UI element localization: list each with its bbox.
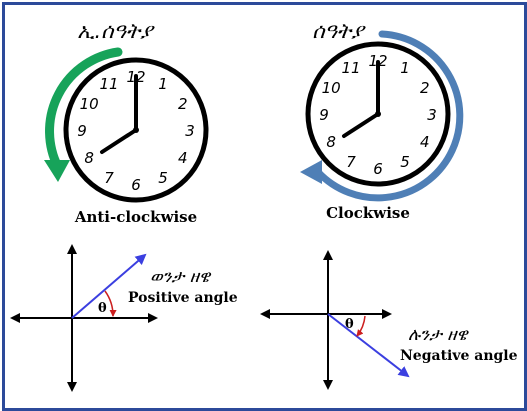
clock-numeral-10: 10 [80, 95, 99, 113]
left-clock-caption: Anti-clockwise [74, 208, 197, 226]
clock-numeral-8: 8 [84, 149, 94, 167]
anticlockwise-arrowhead [44, 160, 70, 182]
pos-theta-label: θ [98, 301, 107, 316]
clock-numeral-4: 4 [178, 149, 188, 167]
clock-numeral-7: 7 [104, 169, 114, 187]
clock-numeral-7: 7 [346, 153, 356, 171]
pos-angle-arc [104, 290, 117, 317]
left-clock-amharic-title: ኢ.ሰዓትያ [77, 19, 155, 43]
left-clock-hour-hand [100, 128, 138, 154]
clock-numeral-6: 6 [131, 176, 141, 194]
right-clock-group: ሰዓትያ 121234567891011 Clockwise [300, 19, 464, 222]
clock-numeral-11: 11 [341, 59, 360, 77]
positive-angle-diagram: θ ወንታ ዘዌ Positive angle [10, 244, 238, 392]
left-clock-center [133, 127, 139, 133]
clock-numeral-2: 2 [420, 79, 430, 97]
clock-numeral-11: 11 [99, 75, 118, 93]
left-clock-group: ኢ.ሰዓትያ 121234567891011 Anti-clockwise [44, 19, 209, 226]
clock-numeral-8: 8 [326, 133, 336, 151]
right-clock-caption: Clockwise [326, 204, 410, 222]
clock-numeral-3: 3 [185, 122, 195, 140]
negative-angle-amharic-label: ሉንታ ዘዌ [408, 325, 469, 345]
clock-numeral-2: 2 [178, 95, 188, 113]
neg-angle-arc [356, 315, 366, 337]
anticlockwise-arc-arrow [45, 47, 123, 172]
positive-angle-label: Positive angle [128, 290, 238, 306]
clock-numeral-3: 3 [427, 106, 437, 124]
neg-theta-label: θ [345, 317, 354, 332]
negative-angle-diagram: θ ሉንታ ዘዌ Negative angle [260, 250, 518, 390]
neg-vector [327, 313, 410, 378]
clock-numeral-9: 9 [77, 122, 87, 140]
clock-numeral-1: 1 [158, 75, 168, 93]
pos-vector [71, 253, 147, 319]
clock-numeral-10: 10 [322, 79, 341, 97]
clock-numeral-1: 1 [400, 59, 410, 77]
negative-angle-label: Negative angle [400, 348, 518, 364]
clock-numeral-6: 6 [373, 160, 383, 178]
clock-numeral-9: 9 [319, 106, 329, 124]
positive-angle-amharic-label: ወንታ ዘዌ [150, 267, 212, 287]
right-clock-numbers: 121234567891011 [319, 52, 437, 178]
clock-numeral-5: 5 [158, 169, 168, 187]
clock-numeral-4: 4 [420, 133, 430, 151]
clock-numeral-5: 5 [400, 153, 410, 171]
right-clock-amharic-title: ሰዓትያ [312, 19, 366, 43]
left-clock-numbers: 121234567891011 [77, 68, 195, 194]
clockwise-arrowhead [300, 160, 322, 184]
right-clock-center [375, 111, 381, 117]
right-clock-hour-hand [342, 112, 380, 138]
clockwise-arc-arrow [314, 30, 464, 202]
